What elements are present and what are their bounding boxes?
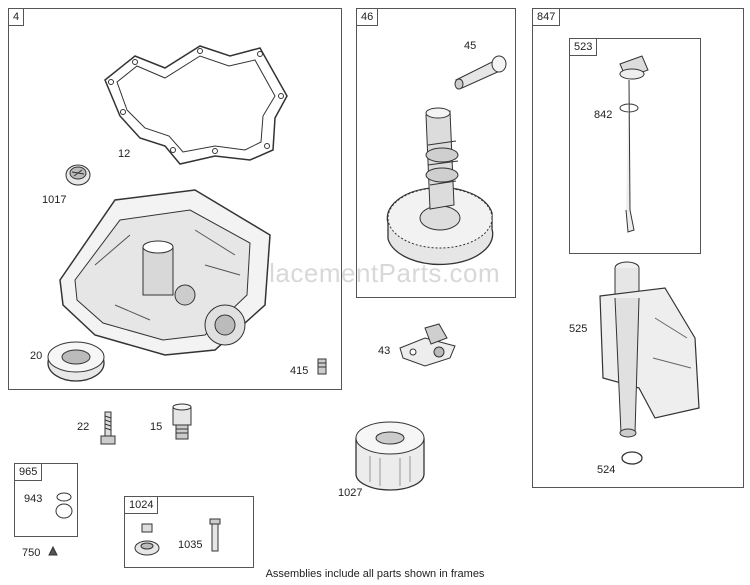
bolt-22-drawing	[98, 408, 118, 448]
oring-943-drawing	[54, 491, 74, 521]
label-15: 15	[150, 421, 163, 433]
ring-524-drawing	[620, 450, 644, 466]
label-1027: 1027	[338, 487, 363, 499]
gasket-12-drawing	[95, 38, 300, 173]
frame-965-tag: 965	[15, 464, 43, 481]
label-45: 45	[464, 40, 477, 52]
label-415: 415	[290, 365, 309, 377]
stem-1035-drawing	[208, 517, 222, 557]
frame-1024-tag: 1024	[125, 497, 159, 514]
seal-20-drawing	[45, 338, 107, 384]
dipstick-523-drawing	[612, 50, 652, 240]
label-842: 842	[594, 109, 613, 121]
frame-46-tag: 46	[357, 9, 379, 26]
frame-523-tag: 523	[570, 39, 598, 56]
frames-caption: Assemblies include all parts shown in fr…	[265, 568, 485, 580]
plug-1017-drawing	[62, 160, 94, 190]
label-750: 750	[22, 547, 41, 559]
label-43: 43	[378, 345, 391, 357]
frame-4-tag: 4	[9, 9, 25, 26]
drop-750-drawing	[48, 546, 58, 558]
label-943: 943	[24, 493, 43, 505]
plug-15-drawing	[170, 403, 194, 445]
label-524: 524	[597, 464, 616, 476]
governor-43-drawing	[395, 318, 467, 370]
frame-965: 965	[14, 463, 78, 537]
pin-45-drawing	[450, 50, 512, 90]
engine-sump-drawing	[55, 185, 285, 360]
label-1035: 1035	[178, 539, 203, 551]
label-1017: 1017	[42, 194, 67, 206]
label-525: 525	[569, 323, 588, 335]
camshaft-46-drawing	[378, 105, 503, 265]
oil-filter-1027-drawing	[350, 418, 432, 496]
label-20: 20	[30, 350, 43, 362]
fitting-415-drawing	[316, 357, 328, 377]
label-22: 22	[77, 421, 90, 433]
frame-847-tag: 847	[533, 9, 561, 26]
valve-1024-drawing	[130, 520, 166, 558]
tube-525-drawing	[595, 258, 705, 443]
label-12: 12	[118, 148, 131, 160]
